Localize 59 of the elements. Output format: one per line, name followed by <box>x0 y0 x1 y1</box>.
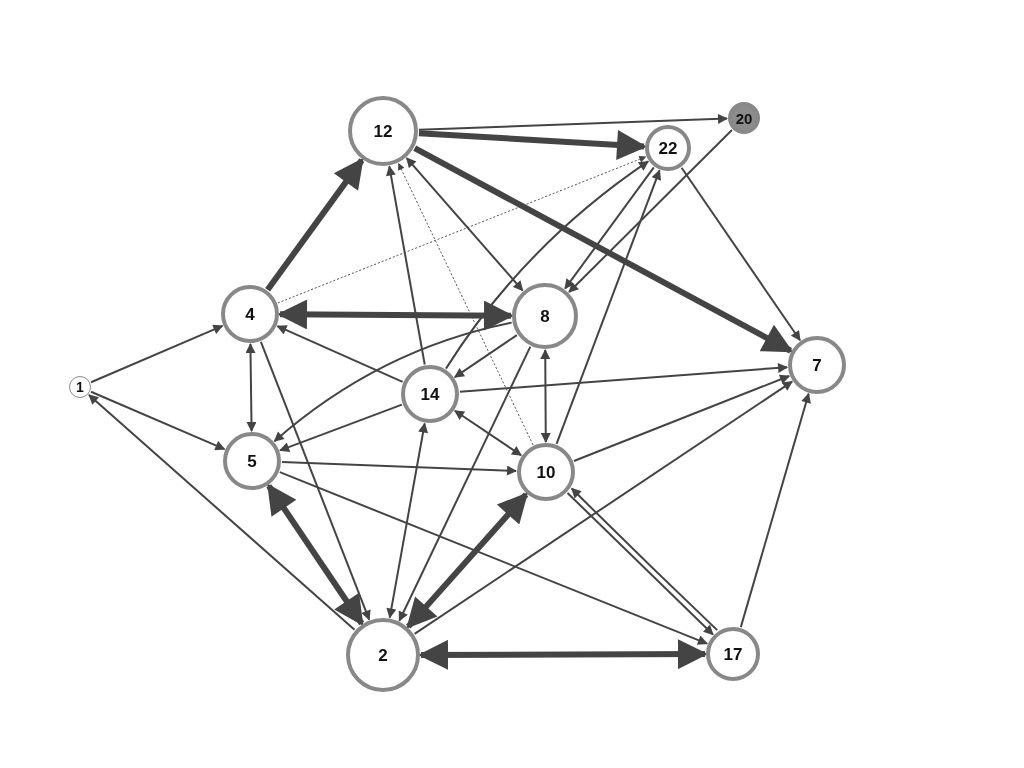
node-number: 7 <box>812 356 822 374</box>
arrow <box>276 325 404 383</box>
arrow <box>259 340 371 621</box>
node-number: 10 <box>536 463 556 481</box>
graph-node-circle <box>401 365 459 423</box>
arrow <box>680 166 801 342</box>
arrow <box>90 324 224 384</box>
arrow <box>279 403 403 452</box>
node-number: 8 <box>540 307 550 325</box>
arrow <box>572 374 791 462</box>
graph-node-circle <box>346 618 420 692</box>
graph-node-circle <box>645 125 691 171</box>
arrow <box>266 483 365 626</box>
arrow <box>564 166 655 290</box>
node-number: 12 <box>373 122 393 140</box>
arrow <box>281 461 517 476</box>
arrow <box>444 160 650 370</box>
arrow <box>413 145 794 354</box>
arrow <box>418 639 708 670</box>
graph-node-circle <box>348 96 418 166</box>
arrow <box>88 393 356 631</box>
node-number: 2 <box>378 646 388 664</box>
arrow <box>398 162 534 446</box>
arrow <box>278 471 708 645</box>
graph-node-circle <box>223 432 281 490</box>
arrow <box>265 157 365 292</box>
graph-node-circle <box>69 376 91 398</box>
graph-node-circle <box>788 336 846 394</box>
node-number: 20 <box>735 110 753 126</box>
node-number: 4 <box>245 305 255 323</box>
arrow <box>739 392 811 629</box>
arrow <box>386 165 426 366</box>
arrow <box>453 334 518 379</box>
node-number: 1 <box>76 380 84 394</box>
graph-node-circle <box>221 285 279 343</box>
arrow <box>458 362 789 393</box>
arrow <box>413 380 794 635</box>
graph-node-circle <box>706 627 760 681</box>
arrow <box>405 157 524 292</box>
arrow <box>277 155 647 304</box>
arrow <box>540 349 551 443</box>
graph-node-circle <box>512 283 578 349</box>
graph-node-circle <box>517 443 575 501</box>
arrow <box>90 390 226 451</box>
node-number: 5 <box>247 452 257 470</box>
arrow <box>386 422 428 619</box>
arrow <box>568 129 733 293</box>
arrow <box>406 492 529 629</box>
arrow <box>273 321 513 443</box>
node-number: 22 <box>658 139 678 157</box>
node-number: 17 <box>723 645 743 663</box>
arrow <box>277 299 514 331</box>
graph-node-circle <box>728 102 760 134</box>
arrow <box>245 343 257 432</box>
arrow <box>453 409 523 457</box>
node-number: 14 <box>420 385 440 403</box>
arrow <box>555 169 662 445</box>
arrow <box>398 345 532 622</box>
arrow <box>418 113 728 131</box>
